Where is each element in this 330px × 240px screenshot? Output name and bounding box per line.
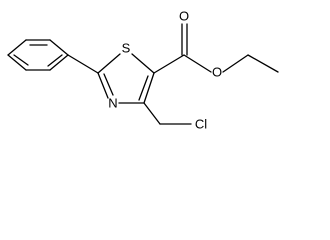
- atom-o-carbonyl-label: O: [179, 9, 189, 24]
- bond-ph-c2: [67, 54, 99, 74]
- structure-canvas: S N O O Cl: [7, 9, 279, 132]
- phenyl-ring: [7, 39, 69, 71]
- atom-n-label: N: [108, 96, 117, 111]
- bond-c5-ccarbonyl: [153, 54, 185, 74]
- bond-c5-c4-double: [138, 75, 149, 101]
- bond-n-c2-double: [103, 73, 114, 96]
- bond-ph-4: [49, 54, 69, 71]
- bond-n-c2: [97, 72, 109, 99]
- bond-ph-double-3: [13, 54, 29, 66]
- bond-oester-ch2: [222, 54, 249, 73]
- bond-s-c5: [131, 53, 155, 74]
- molecule-drawing: S N O O Cl: [7, 9, 279, 132]
- bond-ph-double-2: [47, 54, 63, 67]
- bond-ph-6: [7, 54, 27, 71]
- atom-s-label: S: [122, 41, 131, 56]
- bond-c-oester: [183, 54, 212, 73]
- bond-ch2-ch3: [247, 54, 279, 73]
- bond-ph-3: [49, 39, 69, 56]
- bond-c2-s: [97, 53, 121, 74]
- atom-cl-label: Cl: [195, 117, 207, 132]
- atom-o-ester-label: O: [212, 65, 222, 80]
- bond-ph-1: [7, 39, 27, 56]
- bond-c4-ch2: [143, 102, 161, 125]
- thiazole-ring: [97, 53, 155, 104]
- bond-c5-c4: [143, 72, 155, 104]
